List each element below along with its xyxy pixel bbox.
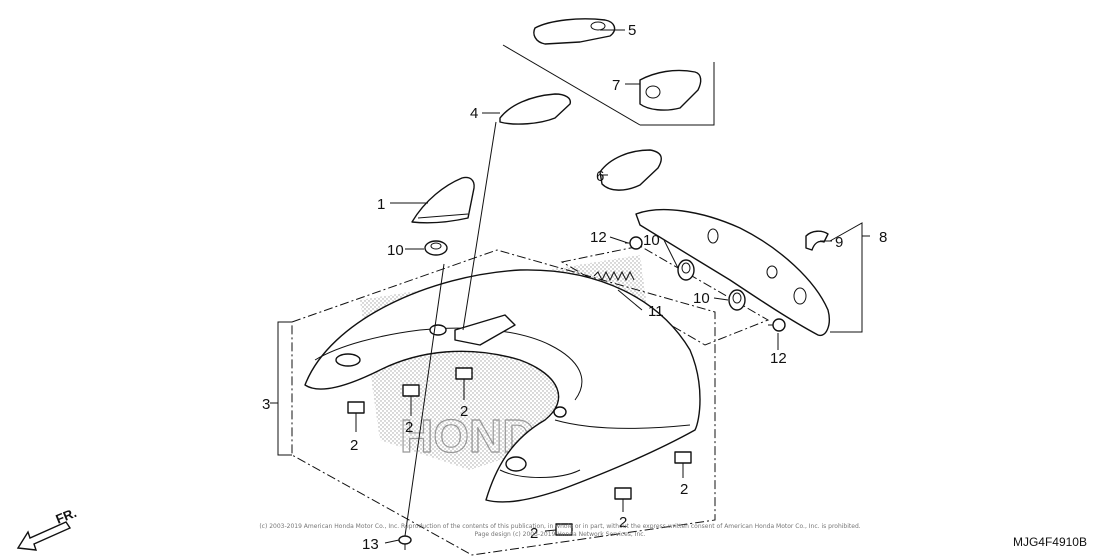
callout-2f: 2 bbox=[530, 525, 538, 542]
diagram-code: MJG4F4910B bbox=[1013, 535, 1087, 549]
copyright-line-2: Page design (c) 2003-2019 Honda Network … bbox=[475, 531, 646, 538]
callout-9: 9 bbox=[835, 234, 843, 251]
arrow-icon bbox=[16, 521, 72, 551]
callout-4: 4 bbox=[470, 105, 478, 122]
callout-1: 1 bbox=[377, 196, 385, 213]
part-cover-5[interactable] bbox=[533, 18, 616, 45]
part-clip-9[interactable] bbox=[805, 230, 829, 251]
part-cover-4[interactable] bbox=[499, 93, 572, 125]
copyright-line-1: (c) 2003-2019 American Honda Motor Co., … bbox=[259, 523, 860, 530]
part-pad-2c[interactable] bbox=[455, 367, 473, 380]
front-direction-arrow: FR. bbox=[16, 505, 79, 551]
part-cover-7[interactable] bbox=[639, 69, 702, 111]
callout-10c: 10 bbox=[693, 290, 710, 307]
part-cover-1[interactable] bbox=[411, 176, 475, 224]
part-pad-2b[interactable] bbox=[402, 384, 420, 397]
part-pad-2e[interactable] bbox=[614, 487, 632, 500]
group-outline-3 bbox=[291, 249, 716, 556]
part-cover-6[interactable] bbox=[599, 149, 662, 191]
part-grommet-10c[interactable] bbox=[728, 289, 746, 311]
callout-2b: 2 bbox=[405, 419, 413, 436]
leader-lines bbox=[270, 29, 870, 544]
callout-10b: 10 bbox=[643, 232, 660, 249]
part-pad-2a[interactable] bbox=[347, 401, 365, 414]
part-screw-13[interactable] bbox=[398, 535, 412, 550]
callout-12b: 12 bbox=[770, 350, 787, 367]
group-outline-11 bbox=[560, 245, 770, 346]
callout-2c: 2 bbox=[460, 403, 468, 420]
callout-2d: 2 bbox=[680, 481, 688, 498]
part-shell-3[interactable] bbox=[304, 269, 701, 503]
part-grommet-10a[interactable] bbox=[424, 240, 448, 256]
callout-12a: 12 bbox=[590, 229, 607, 246]
callout-3: 3 bbox=[262, 396, 270, 413]
part-bolt-12a[interactable] bbox=[625, 236, 643, 250]
callout-7: 7 bbox=[612, 77, 620, 94]
part-pad-2d[interactable] bbox=[674, 451, 692, 464]
callout-2a: 2 bbox=[350, 437, 358, 454]
callout-10a: 10 bbox=[387, 242, 404, 259]
callout-11: 11 bbox=[648, 303, 664, 320]
callout-2e: 2 bbox=[619, 514, 627, 531]
callout-6: 6 bbox=[596, 168, 604, 185]
part-grommet-10b[interactable] bbox=[677, 259, 695, 281]
direction-label: FR. bbox=[54, 505, 79, 527]
part-pad-2f[interactable] bbox=[555, 523, 573, 536]
part-spring-11[interactable] bbox=[593, 270, 635, 282]
group-line-5-7b bbox=[640, 62, 715, 126]
callout-8: 8 bbox=[879, 229, 887, 246]
part-bolt-12b[interactable] bbox=[768, 318, 786, 332]
callout-5: 5 bbox=[628, 22, 636, 39]
group-line-5-7 bbox=[502, 44, 641, 126]
part-rail-8[interactable] bbox=[635, 208, 830, 337]
callout-13: 13 bbox=[362, 536, 379, 553]
